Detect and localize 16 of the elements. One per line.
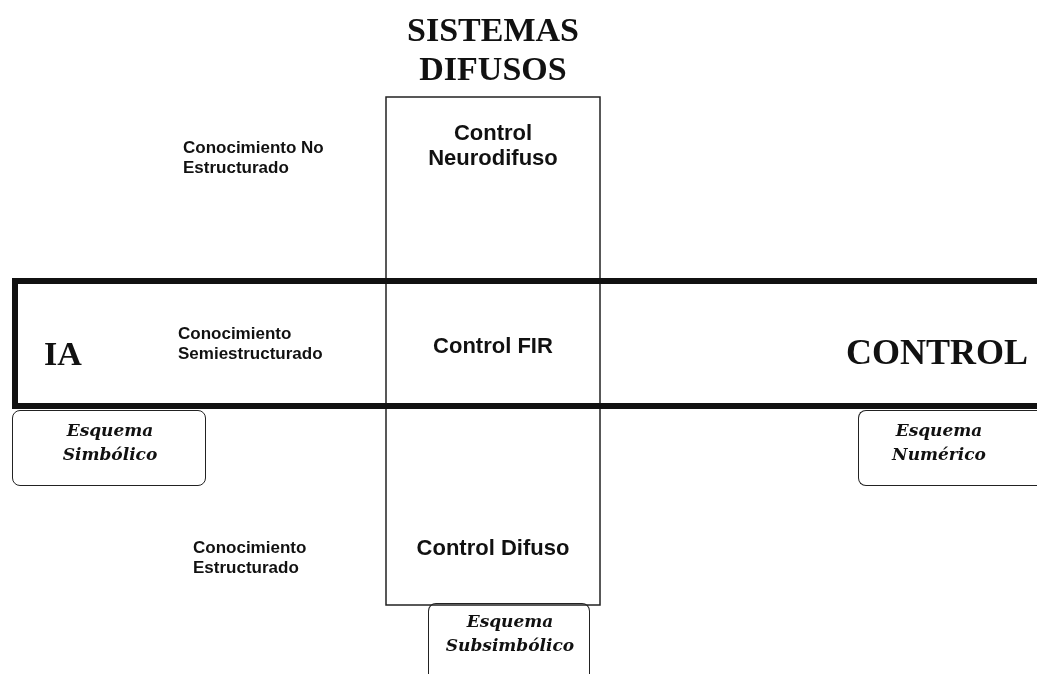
node-label: Conocimiento Semiestructurado bbox=[178, 324, 324, 364]
rounded-tag bbox=[858, 410, 1037, 486]
node-label: Esquema Simbólico bbox=[61, 419, 159, 466]
node-label: Control FIR bbox=[432, 333, 554, 359]
node-label: Control Neurodifuso bbox=[427, 120, 559, 171]
rounded-tag bbox=[428, 603, 590, 674]
title: SISTEMAS DIFUSOS bbox=[406, 10, 580, 89]
side-label: Conocimiento Estructurado bbox=[193, 538, 308, 578]
node-label: CONTROL bbox=[844, 332, 1028, 374]
band-outline bbox=[12, 278, 1037, 409]
node-label: Esquema Numérico bbox=[890, 419, 987, 466]
rounded-tag bbox=[12, 410, 206, 486]
node-label: Esquema Subsimbólico bbox=[444, 610, 576, 657]
node-label: Control Difuso bbox=[415, 535, 571, 561]
side-label: Conocimiento No Estructurado bbox=[183, 138, 325, 178]
node-label: IA bbox=[44, 334, 83, 374]
